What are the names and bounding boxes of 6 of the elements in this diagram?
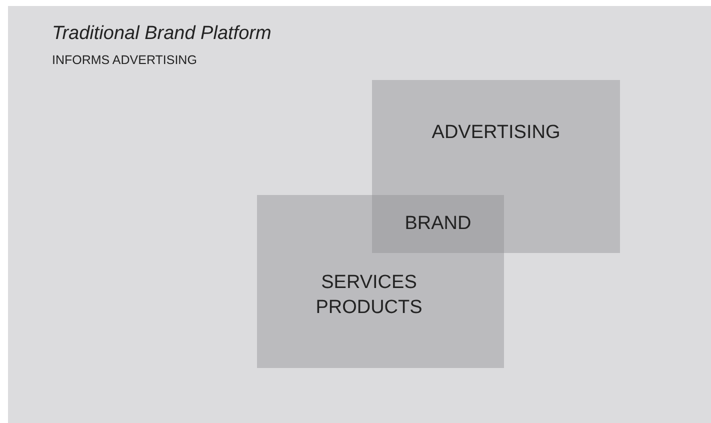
title: Traditional Brand Platform xyxy=(52,24,272,43)
box-label: SERVICES PRODUCTS xyxy=(314,271,424,320)
box-label: BRAND xyxy=(404,212,472,236)
box-label: ADVERTISING xyxy=(431,121,561,145)
subtitle: INFORMS ADVERTISING xyxy=(52,54,197,66)
overlap-region xyxy=(372,195,504,253)
